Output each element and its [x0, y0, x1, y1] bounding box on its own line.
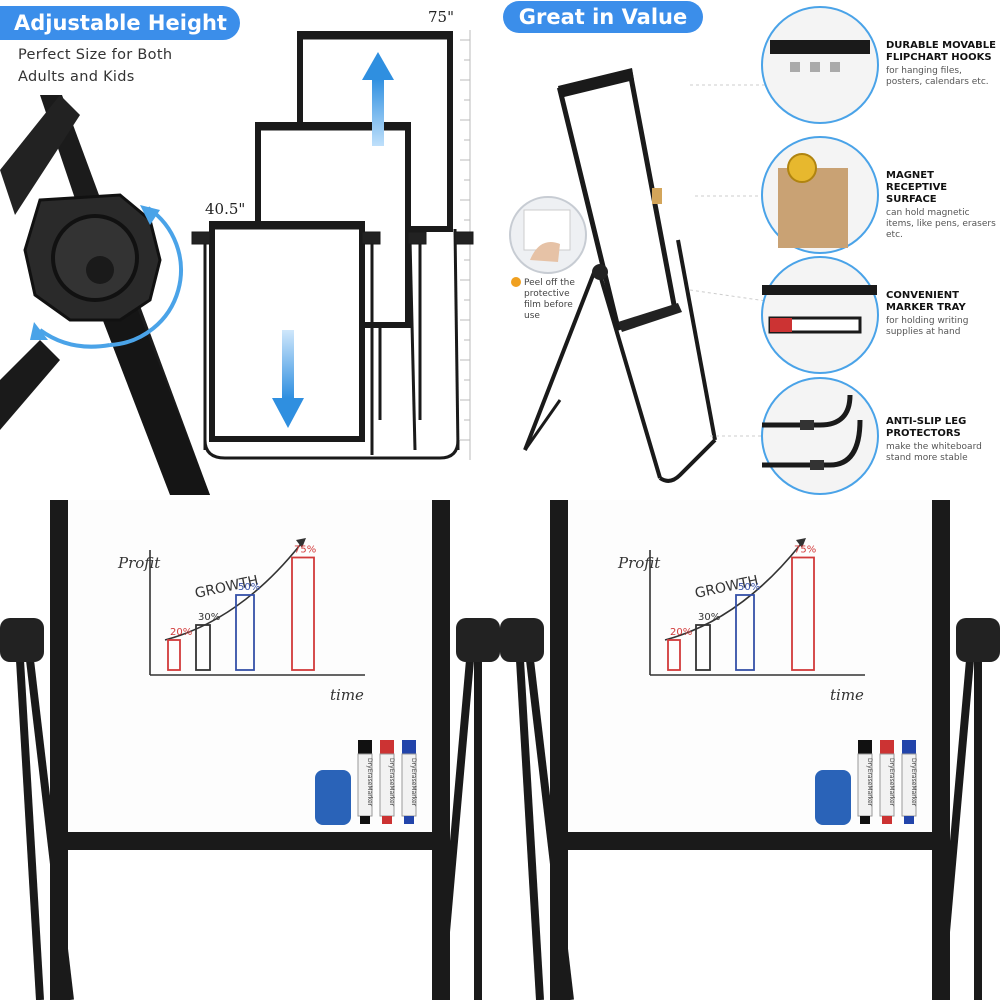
peel-note: Peel off the protective film before use — [524, 278, 575, 321]
bar-1 — [695, 624, 711, 671]
marker-label-2: DryEraseMarker — [910, 758, 917, 807]
left-leg-inner — [526, 659, 574, 1000]
bar-2 — [735, 594, 755, 671]
left-knob-icon — [500, 618, 544, 662]
feature-desc: for hanging files, posters, calendars et… — [886, 66, 989, 87]
subtitle-line-1: Perfect Size for Both — [18, 47, 173, 63]
marker-cap-0 — [858, 740, 872, 754]
marker-end-2 — [904, 816, 914, 824]
feature-title: ANTI-SLIP LEG PROTECTORS — [886, 416, 967, 439]
right-knob-icon — [956, 618, 1000, 662]
arrow-down-icon — [272, 330, 304, 428]
feature-title: CONVENIENT MARKER TRAY — [886, 290, 966, 313]
subtitle: Perfect Size for Both Adults and Kids — [18, 44, 172, 88]
marker-label-1: DryEraseMarker — [888, 758, 895, 807]
adjustable-height-banner: Adjustable Height — [0, 6, 240, 40]
feature-title: MAGNET RECEPTIVE SURFACE — [886, 170, 948, 205]
marker-cap-1 — [880, 740, 894, 754]
whiteboard-photo: ProfittimeGROWTH20%30%50%75%DryEraseMark… — [500, 500, 1000, 1000]
board-surface — [68, 500, 432, 835]
feature-magnet-icon — [695, 136, 879, 254]
left-leg — [16, 659, 44, 1000]
right-post — [432, 500, 450, 1000]
bar-label-3: 75% — [794, 545, 816, 556]
left-knob-icon — [0, 618, 44, 662]
feature-leg-icon — [710, 377, 879, 495]
bar-3 — [791, 556, 815, 671]
bar-0 — [167, 639, 181, 671]
arrow-up-icon — [362, 52, 394, 146]
marker-cap-2 — [902, 740, 916, 754]
right-leg — [936, 659, 974, 1000]
marker-end-0 — [860, 816, 870, 824]
adjustable-height-panel: Adjustable Height Perfect Size for Both … — [0, 0, 500, 495]
y-axis-label: Profit — [617, 554, 661, 572]
board-surface — [568, 500, 932, 835]
bar-label-1: 30% — [198, 612, 220, 623]
marker-end-1 — [382, 816, 392, 824]
whiteboard-photo: ProfittimeGROWTH20%30%50%75%DryEraseMark… — [0, 500, 500, 1000]
max-height-label: 75" — [428, 8, 454, 26]
eraser-icon — [815, 770, 851, 825]
marker-label-0: DryEraseMarker — [866, 758, 873, 807]
feature-legs: ANTI-SLIP LEG PROTECTORS make the whiteb… — [886, 416, 998, 464]
feature-desc: for holding writing supplies at hand — [886, 316, 969, 337]
feature-desc: make the whiteboard stand more stable — [886, 442, 982, 463]
growth-arrow-icon — [796, 538, 806, 548]
knob-closeup — [0, 95, 210, 495]
bar-1 — [195, 624, 211, 671]
marker-label-1: DryEraseMarker — [388, 758, 395, 807]
bar-3 — [291, 556, 315, 671]
bar-label-2: 50% — [738, 582, 760, 593]
marker-label-0: DryEraseMarker — [366, 758, 373, 807]
bar-label-1: 30% — [698, 612, 720, 623]
right-knob-icon — [456, 618, 500, 662]
feature-desc: can hold magnetic items, like pens, eras… — [886, 208, 996, 240]
eraser-icon — [315, 770, 351, 825]
bar-label-0: 20% — [670, 627, 692, 638]
marker-tray — [64, 832, 436, 850]
marker-end-0 — [360, 816, 370, 824]
features-illustration — [509, 6, 879, 495]
feature-title: DURABLE MOVABLE FLIPCHART HOOKS — [886, 40, 996, 63]
marker-cap-0 — [358, 740, 372, 754]
marker-cap-1 — [380, 740, 394, 754]
bar-label-3: 75% — [294, 545, 316, 556]
min-height-label: 40.5" — [205, 200, 246, 218]
bar-label-2: 50% — [238, 582, 260, 593]
easel — [523, 68, 717, 483]
right-leg — [436, 659, 474, 1000]
marker-end-2 — [404, 816, 414, 824]
great-in-value-banner: Great in Value — [503, 1, 703, 33]
feature-magnet: MAGNET RECEPTIVE SURFACE can hold magnet… — [886, 170, 998, 241]
subtitle-line-2: Adults and Kids — [18, 69, 135, 85]
board-short — [191, 221, 474, 460]
feature-tray-icon — [689, 256, 879, 374]
feature-hooks-icon — [690, 6, 879, 124]
growth-arrow-icon — [296, 538, 306, 548]
feature-hooks: DURABLE MOVABLE FLIPCHART HOOKS for hang… — [886, 40, 998, 88]
right-post — [932, 500, 950, 1000]
marker-end-1 — [882, 816, 892, 824]
marker-label-2: DryEraseMarker — [410, 758, 417, 807]
height-illustration — [0, 30, 474, 495]
x-axis-label: time — [830, 686, 864, 704]
y-axis-label: Profit — [117, 554, 161, 572]
bar-label-0: 20% — [170, 627, 192, 638]
great-in-value-panel: Great in Value Peel off the protective f… — [500, 0, 1000, 495]
feature-tray: CONVENIENT MARKER TRAY for holding writi… — [886, 290, 998, 338]
marker-cap-2 — [402, 740, 416, 754]
bar-2 — [235, 594, 255, 671]
left-leg-inner — [26, 659, 74, 1000]
peel-film-icon — [509, 196, 587, 287]
height-ruler — [460, 30, 471, 460]
marker-tray — [564, 832, 936, 850]
bar-0 — [667, 639, 681, 671]
left-leg — [516, 659, 544, 1000]
x-axis-label: time — [330, 686, 364, 704]
